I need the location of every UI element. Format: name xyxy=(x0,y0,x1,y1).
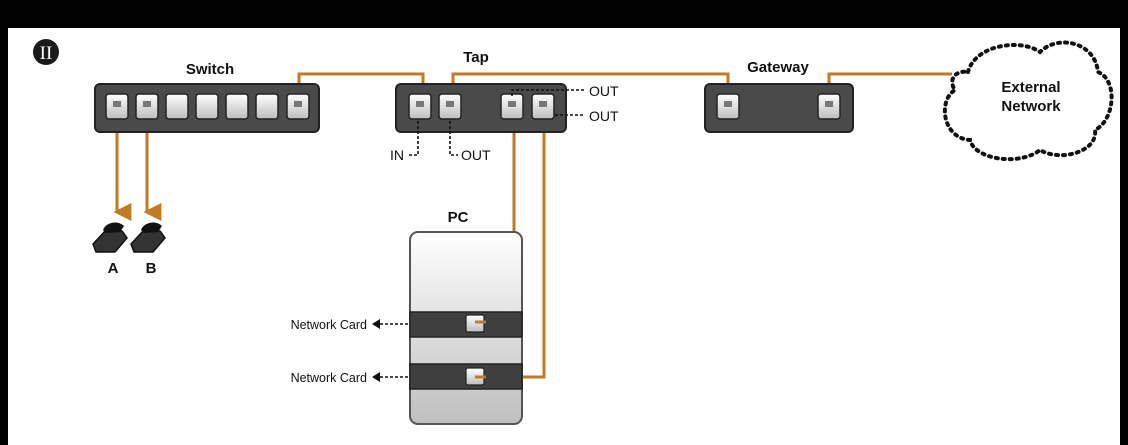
tap-out-bottom-text: OUT xyxy=(461,147,491,163)
switch-label: Switch xyxy=(186,61,234,78)
tap-label: Tap xyxy=(463,49,489,66)
switch-port-4 xyxy=(196,94,218,119)
external-label-line2: Network xyxy=(1001,98,1061,115)
phone-a-label: A xyxy=(108,260,119,277)
switch-port-6 xyxy=(256,94,278,119)
gateway-label: Gateway xyxy=(747,59,809,76)
pc-tower: PC xyxy=(410,209,522,424)
network-card-label-1: Network Card xyxy=(291,318,367,332)
pc-label: PC xyxy=(448,209,469,226)
tap-out-top-text: OUT xyxy=(589,83,619,99)
switch-port-3 xyxy=(166,94,188,119)
phone-b-label: B xyxy=(146,260,157,277)
external-label-line1: External xyxy=(1001,79,1060,96)
tap-in-text: IN xyxy=(390,147,404,163)
network-card-label-2: Network Card xyxy=(291,371,367,385)
switch-port-5 xyxy=(226,94,248,119)
tap-out-right-text: OUT xyxy=(589,108,619,124)
badge-label: II xyxy=(40,43,53,64)
roman-numeral-badge: II xyxy=(33,39,59,65)
